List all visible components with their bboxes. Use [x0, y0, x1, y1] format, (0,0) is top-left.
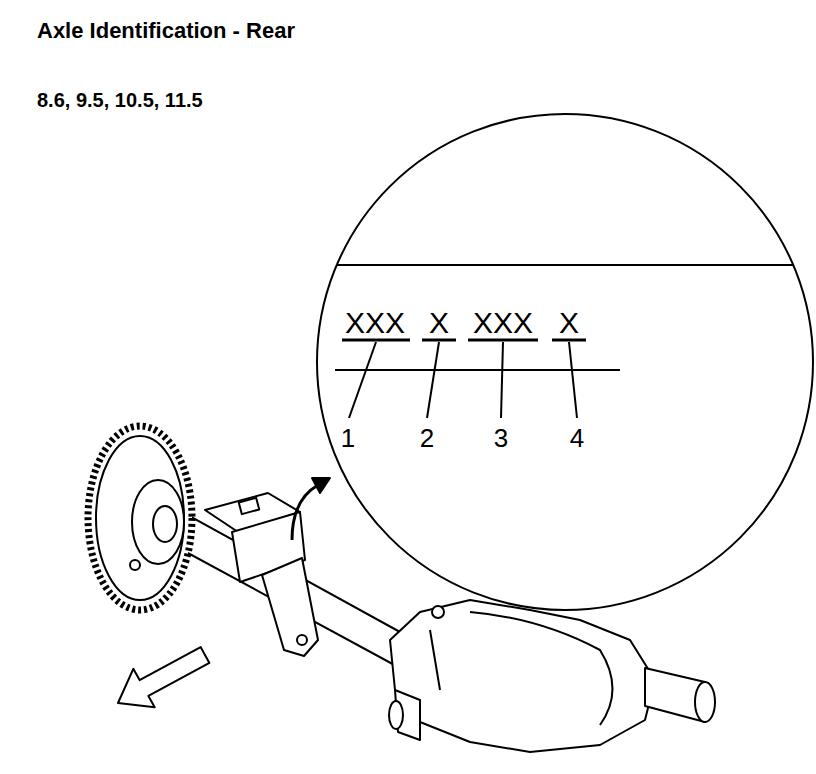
differential-housing	[390, 600, 655, 752]
yoke-end	[389, 701, 403, 729]
field-underline	[342, 339, 410, 342]
tag-line	[335, 369, 620, 371]
tone-ring	[88, 426, 192, 610]
fill-plug	[432, 606, 444, 618]
axle-tube	[175, 508, 400, 668]
callout-number: 1	[341, 425, 355, 451]
code-field: X	[429, 308, 449, 338]
wheel-stud	[130, 560, 140, 570]
callout-number: 3	[494, 425, 508, 451]
callout-number: 4	[570, 425, 584, 451]
code-field: XXX	[473, 308, 533, 338]
axle-shaft-end	[153, 506, 177, 542]
field-underline	[468, 339, 538, 342]
pointer-arrow	[292, 485, 318, 540]
tube-end	[695, 682, 715, 722]
callout-number: 2	[420, 425, 434, 451]
front-arrow	[118, 647, 209, 707]
brake-drum	[96, 436, 184, 600]
magnifier-outline	[315, 112, 815, 612]
housing-rib	[430, 630, 440, 690]
leader-line	[427, 342, 439, 418]
model-label: 8.6, 9.5, 10.5, 11.5	[37, 90, 203, 110]
code-field: XXX	[345, 308, 405, 338]
hub	[132, 480, 184, 564]
tag-edge	[337, 264, 793, 266]
field-underline	[552, 339, 586, 342]
title-text: Axle Identification - Rear	[37, 20, 295, 42]
leader-line	[349, 342, 376, 418]
leader-line	[501, 342, 503, 418]
leader-line	[569, 342, 577, 418]
perch-pad	[239, 498, 259, 514]
housing-rib	[470, 612, 613, 725]
shock-bracket	[262, 558, 318, 656]
code-field: X	[559, 308, 579, 338]
magnified-view: XXXXXXXX1234	[315, 112, 815, 612]
magnifier-circle	[317, 114, 813, 610]
pointer-arrowhead	[312, 478, 330, 493]
bracket-hole	[297, 635, 307, 645]
field-underline	[422, 339, 456, 342]
